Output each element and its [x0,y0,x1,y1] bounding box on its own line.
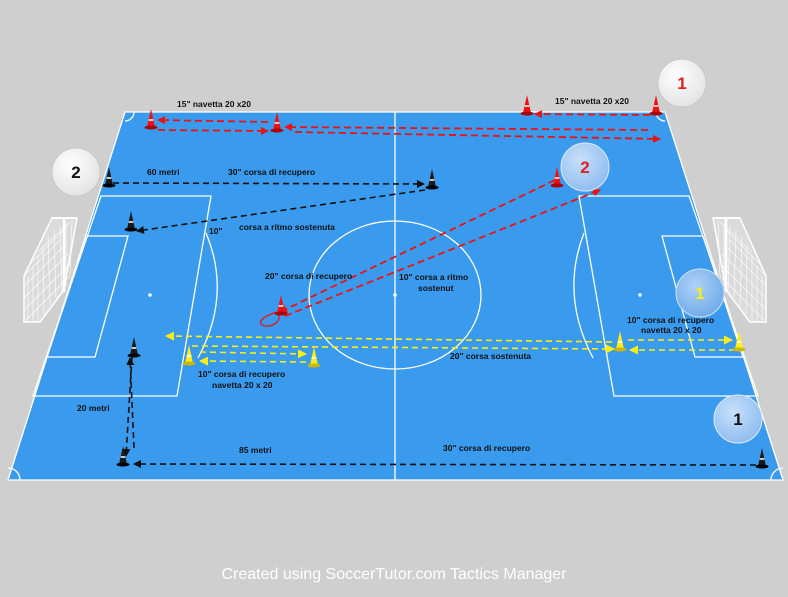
label-sustained-pace: corsa a ritmo sostenuta [239,222,335,232]
red-arrow-shuttle-left-1 [157,116,269,125]
yellow-drills [165,331,735,366]
label-60-meters: 60 metri [147,167,180,177]
pitch-markings [7,111,784,481]
cone-red-6 [274,295,288,316]
black-arrow-10s [136,189,426,234]
red-arrow-diagonal-1 [279,179,556,313]
cone-black-1 [102,167,116,188]
black-arrow-20m-down [122,356,133,457]
label-20-meters: 20 metri [77,403,110,413]
player-black-2[interactable]: 2 [51,147,101,197]
player-black-2-number: 2 [71,163,80,182]
label-shuttle-top-right: 15" navetta 20 x20 [555,96,629,106]
cone-yellow-1 [182,345,196,366]
label-85-meters: 85 metri [239,445,272,455]
cone-black-4 [127,337,141,358]
label-recovery-right-line1: 10" corsa di recupero [627,315,714,325]
cone-yellow-3 [613,331,627,352]
black-arrow-60m [112,179,425,188]
cone-red-1 [144,109,158,130]
left-goal [23,217,78,323]
label-recovery-run-top: 30" corsa di recupero [228,167,315,177]
drill-labels: 15" navetta 20 x20 15" navetta 20 x20 60… [77,96,714,455]
player-red-2-number: 2 [580,158,589,177]
label-10-seconds: 10" [209,226,223,236]
red-arrow-diagonal-2 [284,188,601,317]
cone-red-3 [520,95,534,116]
label-recovery-left-line2: navetta 20 x 20 [212,380,273,390]
player-blue-1-number: 1 [733,410,742,429]
yellow-arrow-shuttle-left-1 [199,349,307,359]
yellow-arrow-sustained-1 [165,331,613,343]
label-sustained-run-20: 20" corsa sostenuta [450,351,531,361]
yellow-arrow-sustained-2 [191,344,615,354]
player-red-1-number: 1 [677,74,686,93]
red-arrow-shuttle-left-2 [157,126,269,135]
label-recovery-run-bottom: 30" corsa di recupero [443,443,530,453]
cone-black-2 [425,169,439,190]
yellow-arrow-shuttle-left-2 [199,356,307,366]
cone-black-3 [124,211,138,232]
footer-credit: Created using SoccerTutor.com Tactics Ma… [221,566,567,583]
pitch-spots [148,293,642,297]
label-sustained: sostenut [418,283,454,293]
red-arrow-loop [259,310,283,327]
player-yellow-1[interactable]: 1 [675,268,725,318]
label-recovery-right-line2: navetta 20 x 20 [641,325,702,335]
yellow-cones [182,331,746,368]
label-pace-run-10: 10" corsa a ritmo [399,272,468,282]
player-yellow-1-number: 1 [695,284,704,303]
cone-black-5 [116,446,130,467]
right-goal [712,217,767,323]
cone-red-5 [550,167,564,188]
red-arrow-shuttle-right-2 [294,131,661,143]
black-drills [112,179,757,469]
cone-red-4 [649,95,663,116]
player-red-1[interactable]: 1 [657,58,707,108]
red-drills [157,110,661,327]
black-cones [102,167,769,469]
player-red-2[interactable]: 2 [560,142,610,192]
cone-red-2 [270,112,284,133]
cone-black-6 [755,448,769,469]
red-arrow-long-run [284,123,649,132]
red-arrow-shuttle-right-1 [534,110,651,119]
label-shuttle-top-left: 15" navetta 20 x20 [177,99,251,109]
player-blue-1[interactable]: 1 [713,394,763,444]
black-arrow-85m [133,460,757,469]
label-recovery-20: 20" corsa di recupero [265,271,352,281]
black-arrow-20m-up [126,357,135,449]
cone-yellow-4 [732,331,746,352]
label-recovery-left-line1: 10" corsa di recupero [198,369,285,379]
cone-yellow-2 [307,347,321,368]
red-cones [144,95,663,316]
